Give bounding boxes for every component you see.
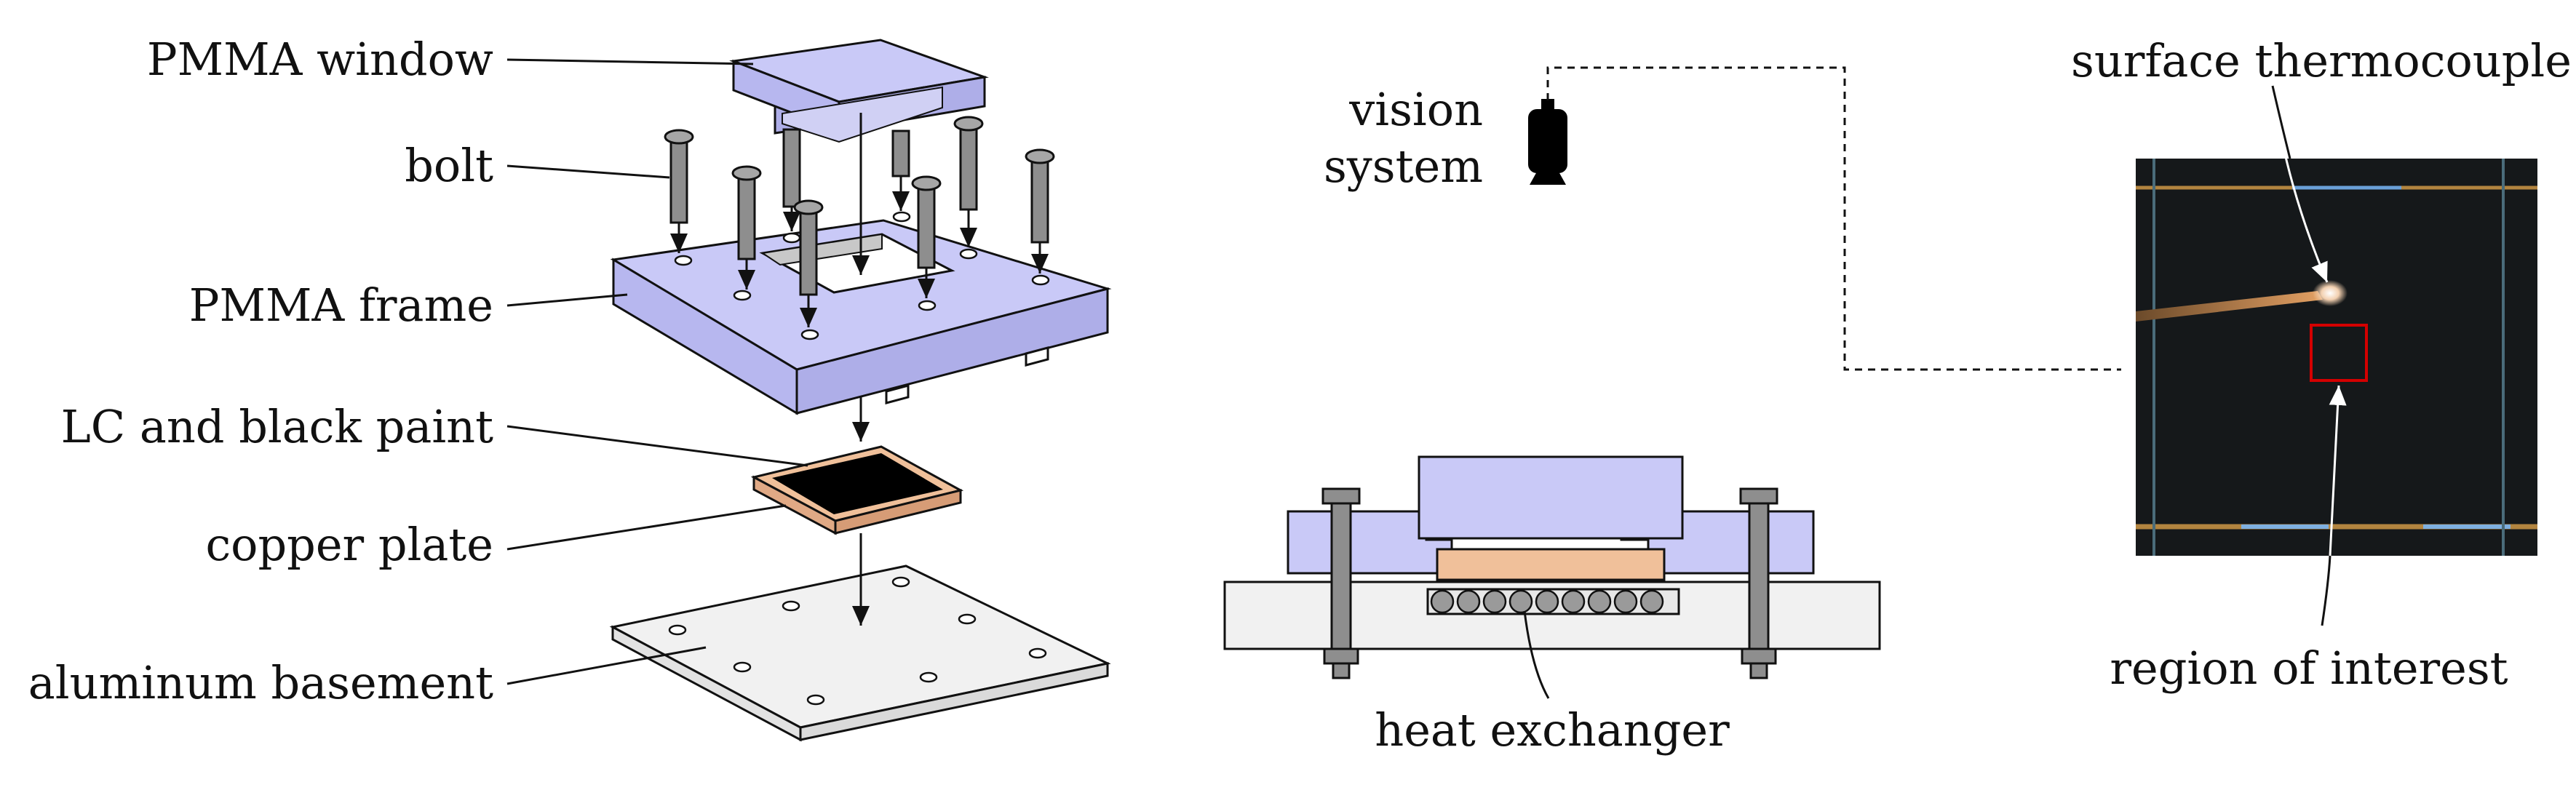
bolt-4 xyxy=(793,199,824,327)
region-of-interest-box xyxy=(2310,324,2368,382)
section-bolt-left xyxy=(1321,487,1361,679)
leader-lines xyxy=(506,58,808,685)
roi-arrow-black xyxy=(2321,555,2331,626)
pmma-frame-part xyxy=(610,211,1112,415)
bolt-2 xyxy=(731,165,762,290)
section-bolt-right xyxy=(1739,487,1778,679)
thermocouple-arrow-black xyxy=(2271,85,2291,159)
cross-section: heat exchanger xyxy=(1223,455,1881,757)
vision-system: vision system xyxy=(1324,66,2121,371)
lc-black-paint-layer xyxy=(772,453,943,514)
roi-arrow-white xyxy=(2329,385,2347,556)
label-region-of-interest: region of interest xyxy=(2110,642,2508,695)
photo-grid-lines xyxy=(2136,159,2537,556)
label-pmma-frame: PMMA frame xyxy=(189,279,493,332)
thermocouple-tip xyxy=(2313,280,2348,306)
bolt-8 xyxy=(1025,148,1055,274)
camera-connection-line xyxy=(1546,66,2121,371)
bolt-6 xyxy=(911,175,942,298)
section-copper-plate xyxy=(1436,548,1666,581)
camera-icon xyxy=(1528,99,1567,185)
label-surface-thermocouple: surface thermocouple xyxy=(2071,34,2572,87)
label-pmma-window: PMMA window xyxy=(147,33,493,86)
photo-background xyxy=(2136,159,2537,556)
thermocouple-arrow-white xyxy=(2271,85,2329,283)
bolt-3 xyxy=(782,128,801,231)
section-heat-exchanger xyxy=(1426,588,1680,615)
label-vision: vision xyxy=(1348,83,1483,136)
label-system: system xyxy=(1324,140,1483,193)
label-copper-plate: copper plate xyxy=(205,518,493,571)
label-aluminum-basement: aluminum basement xyxy=(28,656,493,709)
label-bolt: bolt xyxy=(405,139,493,192)
thermography-photo: surface thermocouple region of interest xyxy=(2071,34,2572,695)
section-window xyxy=(1418,455,1684,540)
pmma-window-part xyxy=(729,39,989,143)
bolt-5 xyxy=(891,129,910,211)
heat-exchanger-leader xyxy=(1523,610,1550,699)
exploded-view: PMMA window bolt PMMA frame LC and black… xyxy=(28,33,1112,742)
label-heat-exchanger: heat exchanger xyxy=(1375,703,1730,757)
thermocouple-wire xyxy=(2136,291,2323,322)
bolt-7 xyxy=(953,116,984,247)
bolt-1 xyxy=(664,129,694,253)
label-lc-black-paint: LC and black paint xyxy=(61,400,494,453)
copper-plate-part xyxy=(750,445,964,535)
bolts xyxy=(664,116,1055,327)
